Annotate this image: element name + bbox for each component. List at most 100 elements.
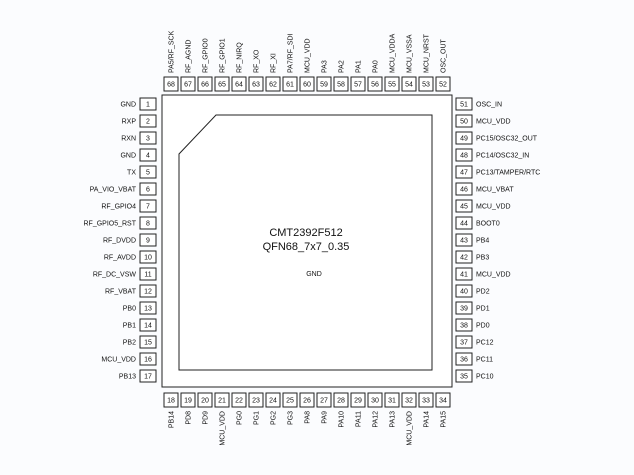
pin-number: 26 xyxy=(303,398,311,405)
pin-number: 24 xyxy=(269,398,277,405)
pin-label: GND xyxy=(120,102,136,109)
pin-label: PB3 xyxy=(476,255,489,262)
pin-label: PB13 xyxy=(119,374,136,381)
pin-number: 42 xyxy=(460,255,468,262)
pin-label: RF_XI xyxy=(271,53,278,73)
pin-number: 19 xyxy=(184,398,192,405)
pin-number: 66 xyxy=(201,82,209,89)
pin-group: 1GND2RXP3RXN4GND5TX6PA_VIO_VBAT7RF_GPIO4… xyxy=(83,30,540,445)
pin-box xyxy=(401,76,417,92)
pin-label: PG1 xyxy=(254,411,261,425)
pin-number: 59 xyxy=(320,82,328,89)
pin-label: PB1 xyxy=(123,323,136,330)
pin-label: PA3 xyxy=(322,60,329,73)
chip-center-gnd: GND xyxy=(306,271,322,278)
pin-number: 38 xyxy=(460,323,468,330)
pin-number: 5 xyxy=(146,170,150,177)
pin-number: 3 xyxy=(146,136,150,143)
pin-label: PA11 xyxy=(356,411,363,427)
pin-number: 43 xyxy=(460,238,468,245)
pin-box xyxy=(455,199,473,213)
pin-number: 49 xyxy=(460,136,468,143)
pin-box xyxy=(435,392,451,408)
pin-box xyxy=(139,284,157,298)
pin-label: TX xyxy=(127,170,136,177)
pin-label: PB2 xyxy=(123,340,136,347)
pin-label: PD0 xyxy=(476,323,490,330)
pin-number: 57 xyxy=(354,82,362,89)
pin-box xyxy=(418,392,434,408)
pin-box xyxy=(265,76,281,92)
pin-label: MCU_VSSA xyxy=(407,34,414,73)
pin-label: RXP xyxy=(122,119,137,126)
pin-label: PA0 xyxy=(373,60,380,73)
pin-box xyxy=(139,97,157,111)
pin-label: PG2 xyxy=(271,411,278,425)
pin-label: PC15/OSC32_OUT xyxy=(476,136,538,143)
pin-number: 25 xyxy=(286,398,294,405)
pin-label: PA13 xyxy=(390,411,397,428)
pin-label: PA15 xyxy=(441,411,448,428)
pin-number: 60 xyxy=(303,82,311,89)
pin-label: PB0 xyxy=(123,306,136,313)
pin-label: PD2 xyxy=(476,289,490,296)
pin-label: RF_GPIO0 xyxy=(203,38,210,73)
pin-label: RXN xyxy=(121,136,136,143)
pin-box xyxy=(316,392,332,408)
pin-label: PB4 xyxy=(476,238,489,245)
die-outline xyxy=(178,114,433,371)
pin-box xyxy=(139,318,157,332)
pin-number: 13 xyxy=(144,306,152,313)
pin-number: 47 xyxy=(460,170,468,177)
pin-box xyxy=(265,392,281,408)
pin-number: 15 xyxy=(144,340,152,347)
pin-box xyxy=(455,352,473,366)
pin-box xyxy=(299,76,315,92)
pin-number: 8 xyxy=(146,221,150,228)
pin-number: 37 xyxy=(460,340,468,347)
pin-label: RF_XO xyxy=(254,49,261,73)
pin-box xyxy=(139,182,157,196)
pin-box xyxy=(282,76,298,92)
pin-label: MCU_VDDA xyxy=(390,33,397,73)
pin-box xyxy=(180,392,196,408)
pin-number: 6 xyxy=(146,187,150,194)
pin-box xyxy=(214,392,230,408)
pin-label: MCU_VDD xyxy=(407,411,414,446)
pin-label: MCU_VDD xyxy=(476,119,511,126)
pin-label: PB14 xyxy=(169,411,176,428)
pin-box xyxy=(139,148,157,162)
pin-number: 27 xyxy=(320,398,328,405)
pin-label: PA12 xyxy=(373,411,380,428)
pin-number: 33 xyxy=(422,398,430,405)
pin-label: PA_VIO_VBAT xyxy=(90,187,137,194)
pin-number: 21 xyxy=(218,398,226,405)
pin-number: 30 xyxy=(371,398,379,405)
pin-number: 54 xyxy=(405,82,413,89)
pin-number: 58 xyxy=(337,82,345,89)
pin-box xyxy=(455,318,473,332)
pin-box xyxy=(139,199,157,213)
pin-box xyxy=(139,216,157,230)
pin-label: MCU_VDD xyxy=(101,357,136,364)
pin-number: 10 xyxy=(144,255,152,262)
pin-label: PD8 xyxy=(186,411,193,425)
pin-number: 44 xyxy=(460,221,468,228)
pin-label: PA8 xyxy=(305,411,312,424)
pin-box xyxy=(231,76,247,92)
pin-label: MCU_VDD xyxy=(220,411,227,446)
pin-label: OSC_OUT xyxy=(441,38,448,73)
pin-box xyxy=(139,250,157,264)
pin-number: 50 xyxy=(460,119,468,126)
pin-label: RF_GPIO5_RST xyxy=(83,221,136,228)
pin-label: RF_NIRQ xyxy=(237,42,244,73)
pin-label: RF_GPIO4 xyxy=(101,204,136,211)
pin-box xyxy=(455,131,473,145)
pin-box xyxy=(197,392,213,408)
pin-box xyxy=(435,76,451,92)
pin-box xyxy=(299,392,315,408)
chip-part-number: CMT2392F512 xyxy=(269,227,342,239)
pin-number: 31 xyxy=(388,398,396,405)
pin-box xyxy=(139,301,157,315)
pin-number: 68 xyxy=(167,82,175,89)
